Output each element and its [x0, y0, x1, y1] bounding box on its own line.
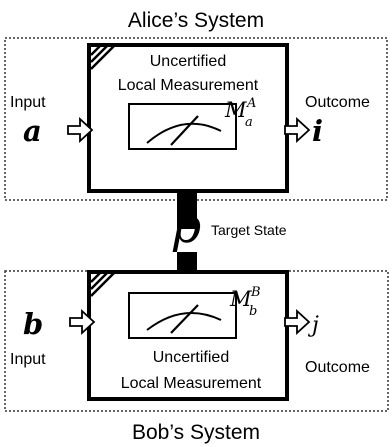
alice-meter-symbol: M A a [224, 92, 261, 130]
bob-connector-bar [177, 252, 197, 275]
bob-system-title: Bob’s System [132, 421, 260, 444]
bob-system-frame [4, 270, 389, 412]
alice-outcome-symbol: i [312, 114, 323, 148]
alice-input-arrow [67, 116, 94, 144]
bob-input-symbol: b [23, 307, 43, 341]
state-label: Target State [211, 222, 287, 238]
alice-system-title: Alice’s System [128, 9, 264, 32]
alice-connector-bar [177, 191, 197, 229]
alice-outcome-arrow [284, 116, 311, 144]
state-symbol: ρ [172, 198, 201, 254]
alice-outcome-label: Outcome [305, 94, 370, 111]
bob-input-arrow [69, 308, 96, 336]
bob-outcome-label: Outcome [305, 359, 370, 376]
bob-meter-icon [128, 292, 237, 339]
bob-box-label-line1: Uncertified [153, 349, 229, 366]
alice-hatch-corner [90, 44, 116, 70]
bob-meter-symbol: M B b [229, 281, 266, 319]
bob-hatch-corner [90, 271, 116, 297]
alice-input-symbol: a [23, 114, 42, 148]
bob-outcome-symbol: j [307, 313, 319, 338]
bob-box-label-line2: Local Measurement [121, 375, 262, 392]
alice-input-label: Input [10, 94, 46, 111]
bob-input-label: Input [10, 351, 46, 368]
alice-box-label-line2: Local Measurement [118, 77, 259, 94]
bob-outcome-arrow [284, 308, 311, 336]
alice-box-label-line1: Uncertified [150, 53, 226, 70]
alice-meter-icon [128, 103, 237, 150]
